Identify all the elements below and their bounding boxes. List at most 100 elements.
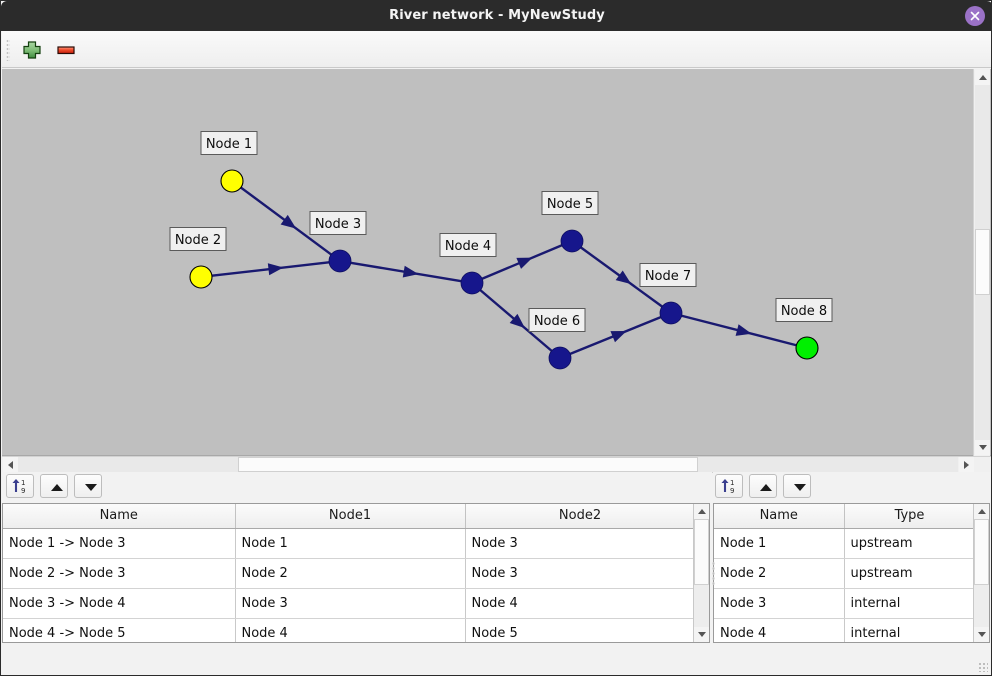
node-label-box[interactable] bbox=[528, 308, 586, 332]
window-title: River network - MyNewStudy bbox=[389, 8, 605, 23]
add-node-button[interactable] bbox=[20, 39, 44, 61]
node-label-text: Node 4 bbox=[445, 239, 491, 254]
table-cell[interactable]: Node 4 bbox=[714, 618, 845, 642]
node-label-box[interactable] bbox=[439, 233, 497, 257]
chevron-up-icon bbox=[978, 75, 987, 80]
table-cell[interactable]: Node 3 bbox=[465, 528, 696, 559]
node-scroll-up-button[interactable] bbox=[974, 504, 989, 519]
svg-text:1: 1 bbox=[730, 479, 734, 487]
table-cell[interactable]: Node 1 bbox=[714, 528, 845, 559]
column-header[interactable]: Name bbox=[3, 504, 236, 529]
canvas-horizontal-scrollbar[interactable] bbox=[2, 456, 991, 472]
branch-scroll-thumb[interactable] bbox=[694, 519, 709, 585]
sort-ascending-icon: 1 9 bbox=[721, 479, 734, 495]
node-label-text: Node 3 bbox=[315, 217, 361, 232]
node-label-box[interactable] bbox=[200, 131, 258, 155]
scroll-left-button[interactable] bbox=[3, 457, 18, 472]
node-label-box[interactable] bbox=[309, 211, 367, 235]
branch-table-scrollbar[interactable] bbox=[693, 504, 709, 642]
scroll-down-button[interactable] bbox=[975, 440, 990, 455]
column-header[interactable]: Type bbox=[844, 504, 976, 529]
resize-grip[interactable] bbox=[978, 662, 988, 672]
scroll-up-button[interactable] bbox=[975, 70, 990, 85]
table-cell[interactable]: Node 4 bbox=[235, 618, 466, 642]
edge-arrow-icon bbox=[402, 265, 419, 278]
node-label-box[interactable] bbox=[169, 227, 227, 251]
delete-node-button[interactable] bbox=[54, 39, 78, 61]
table-cell[interactable]: Node 3 bbox=[465, 558, 696, 589]
table-cell[interactable]: Node 2 bbox=[714, 558, 845, 589]
column-header[interactable]: Name bbox=[714, 504, 845, 529]
graph-node[interactable] bbox=[220, 169, 244, 193]
node-label-box[interactable] bbox=[541, 191, 599, 215]
triangle-up-icon bbox=[51, 484, 63, 491]
table-cell[interactable]: internal bbox=[844, 588, 976, 619]
table-cell[interactable]: Node 1 bbox=[235, 528, 466, 559]
table-cell[interactable]: internal bbox=[844, 618, 976, 642]
table-cell[interactable]: Node 2 -> Node 3 bbox=[3, 558, 236, 589]
close-icon[interactable] bbox=[965, 6, 985, 26]
branch-scroll-up-button[interactable] bbox=[694, 504, 709, 519]
canvas-hscroll-thumb[interactable] bbox=[238, 457, 698, 472]
table-cell[interactable]: Node 4 -> Node 5 bbox=[3, 618, 236, 642]
branch-scroll-down-button[interactable] bbox=[694, 627, 709, 642]
table-cell[interactable]: upstream bbox=[844, 528, 976, 559]
graph-node[interactable] bbox=[560, 229, 584, 253]
table-cell[interactable]: Node 4 bbox=[465, 588, 696, 619]
node-move-up-button[interactable] bbox=[749, 474, 777, 498]
node-move-down-button[interactable] bbox=[783, 474, 811, 498]
node-label-box[interactable] bbox=[775, 298, 833, 322]
node-label-text: Node 2 bbox=[175, 233, 221, 248]
table-cell[interactable]: Node 3 -> Node 4 bbox=[3, 588, 236, 619]
chevron-down-icon bbox=[978, 445, 987, 450]
node-label-box[interactable] bbox=[639, 263, 697, 287]
table-cell[interactable]: Node 5 bbox=[465, 618, 696, 642]
branch-move-down-button[interactable] bbox=[74, 474, 102, 498]
node-sort-button[interactable]: 1 9 bbox=[715, 474, 743, 498]
table-cell[interactable]: upstream bbox=[844, 558, 976, 589]
canvas-vertical-scrollbar[interactable] bbox=[973, 69, 990, 456]
column-header[interactable]: Node1 bbox=[235, 504, 466, 529]
table-cell[interactable]: Node 1 -> Node 3 bbox=[3, 528, 236, 559]
graph-node[interactable] bbox=[460, 271, 484, 295]
table-cell[interactable]: Node 3 bbox=[235, 588, 466, 619]
edge-arrow-icon bbox=[615, 270, 632, 285]
graph-node[interactable] bbox=[548, 346, 572, 370]
table-cell[interactable]: Node 3 bbox=[714, 588, 845, 619]
table-cell[interactable]: Node 2 bbox=[235, 558, 466, 589]
node-table-scrollbar[interactable] bbox=[973, 504, 989, 642]
node-label-text: Node 5 bbox=[547, 197, 593, 212]
graph-node[interactable] bbox=[189, 265, 213, 289]
node-scroll-thumb[interactable] bbox=[974, 519, 989, 585]
vertical-splitter-grip[interactable] bbox=[712, 561, 715, 587]
graph-node[interactable] bbox=[795, 336, 819, 360]
branch-move-up-button[interactable] bbox=[40, 474, 68, 498]
scroll-right-button[interactable] bbox=[959, 457, 974, 472]
edge-arrow-icon bbox=[735, 324, 752, 336]
edge-arrow-icon bbox=[509, 313, 525, 329]
edge-layer bbox=[210, 185, 798, 356]
graph-node[interactable] bbox=[659, 301, 683, 325]
toolbar-grip[interactable] bbox=[6, 39, 10, 61]
graph-node[interactable] bbox=[328, 249, 352, 273]
column-header[interactable]: Node2 bbox=[465, 504, 696, 529]
branch-sort-button[interactable]: 1 9 bbox=[6, 474, 34, 498]
title-bar: River network - MyNewStudy bbox=[1, 1, 991, 31]
node-scroll-down-button[interactable] bbox=[974, 627, 989, 642]
canvas-vscroll-thumb[interactable] bbox=[975, 229, 990, 295]
